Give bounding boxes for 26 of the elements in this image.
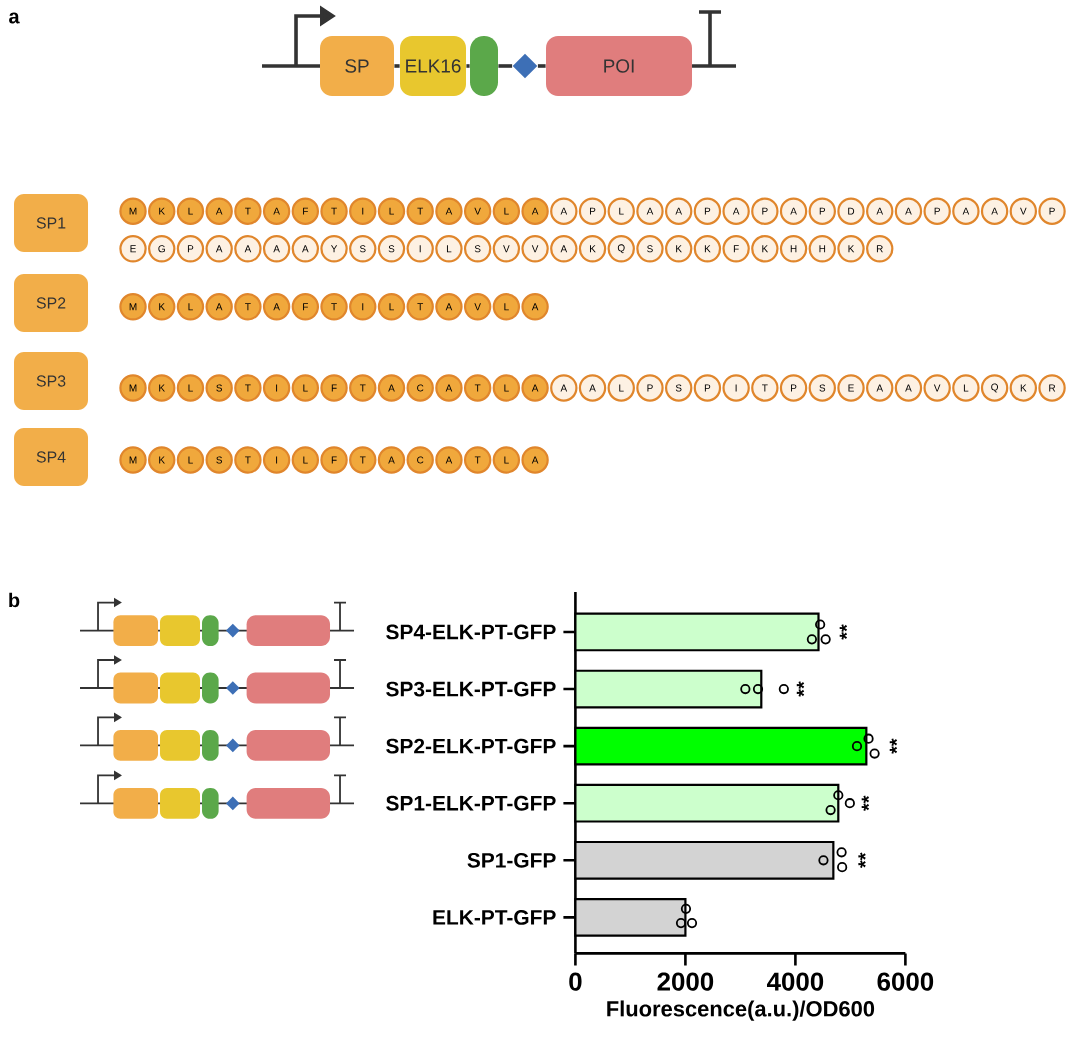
panel-letter: a [9, 12, 20, 24]
x-tick-label: 4000 [766, 972, 824, 991]
y-tick-label: SP2-ELK-PT-GFP [386, 738, 556, 754]
y-tick-label: SP3-ELK-PT-GFP [386, 681, 556, 697]
x-tick-label: 0 [569, 972, 582, 991]
y-tick-label: SP1-ELK-PT-GFP [386, 795, 556, 811]
panel-letter: b [9, 592, 20, 608]
x-axis-title: Fluorescence(a.u.)/OD600 [607, 1000, 875, 1021]
x-tick-label: 6000 [877, 972, 934, 991]
annotation: ** [796, 681, 805, 697]
dna-line [498, 64, 513, 68]
annotation: ** [839, 624, 848, 640]
dna-line [537, 64, 546, 68]
y-tick-label: SP1-GFP [467, 852, 556, 868]
annotation: ** [889, 738, 898, 754]
annotation: ** [861, 795, 870, 811]
annotation: ** [858, 852, 866, 869]
linker-diamond [512, 53, 538, 79]
y-tick-label: SP4-ELK-PT-GFP [386, 624, 556, 640]
domain-box: SP [320, 36, 394, 96]
dna-line [466, 64, 470, 68]
domain-box: ELK16 [400, 36, 466, 96]
dna-line [394, 64, 400, 68]
y-tick-label: ELK-PT-GFP [433, 910, 556, 925]
domain-box: POI [546, 36, 692, 96]
x-tick-label: 2000 [657, 972, 714, 991]
